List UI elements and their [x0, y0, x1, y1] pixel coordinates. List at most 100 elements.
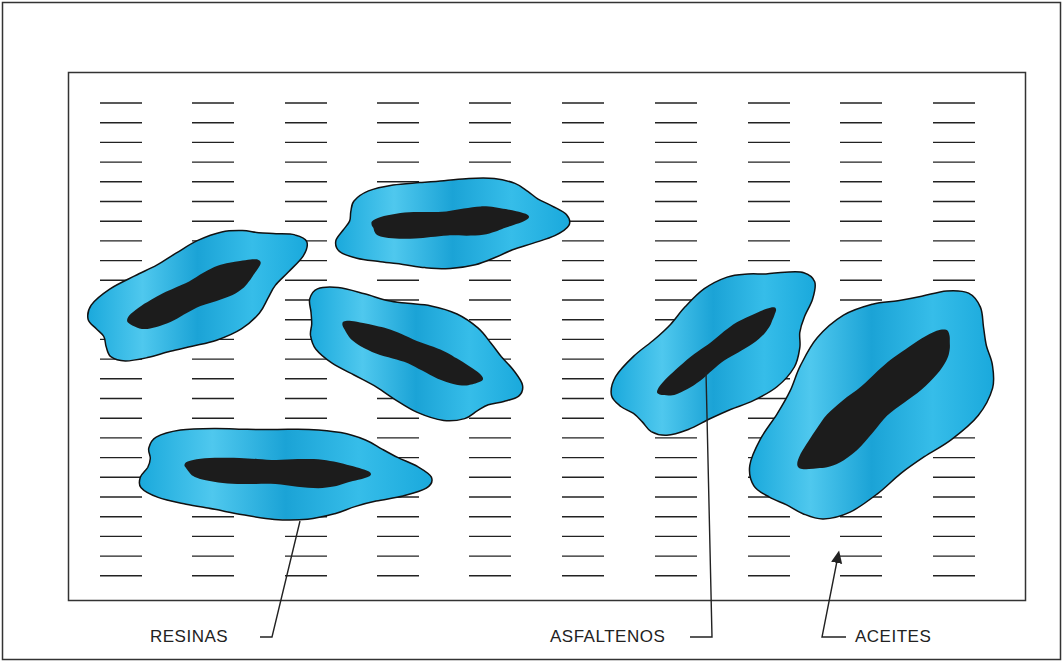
oil-dash — [748, 575, 790, 576]
oil-dash — [933, 280, 975, 281]
oil-dash — [285, 378, 327, 379]
oil-dash — [840, 161, 882, 162]
oil-dash — [192, 122, 234, 123]
oil-dash — [100, 240, 142, 241]
oil-dash — [192, 378, 234, 379]
oil-dash — [655, 477, 697, 478]
oil-dash — [562, 260, 604, 261]
oil-dash — [285, 181, 327, 182]
oil-dash — [562, 437, 604, 438]
oil-dash — [100, 457, 142, 458]
oil-dash — [748, 516, 790, 517]
asphaltene-core — [184, 458, 371, 489]
oil-dash — [100, 575, 142, 576]
oil-dash — [840, 536, 882, 537]
oil-dash — [192, 102, 234, 103]
leader-line — [690, 372, 712, 637]
oil-dash — [655, 201, 697, 202]
oil-dash — [655, 102, 697, 103]
oil-dash — [562, 299, 604, 300]
oil-dash — [655, 240, 697, 241]
resin-shell — [309, 287, 522, 421]
oil-dash — [562, 161, 604, 162]
oil-dash — [655, 555, 697, 556]
oil-dash — [377, 555, 419, 556]
oil-dash — [933, 240, 975, 241]
oil-dash — [840, 260, 882, 261]
oil-dash — [100, 260, 142, 261]
oil-dash — [933, 122, 975, 123]
part-label: RESINAS — [148, 627, 230, 647]
oil-dash — [285, 161, 327, 162]
asphaltene-core — [127, 259, 261, 329]
oil-dash — [840, 181, 882, 182]
oil-dash — [100, 418, 142, 419]
oil-dash — [748, 181, 790, 182]
oil-dash — [469, 122, 511, 123]
oil-dash — [933, 201, 975, 202]
oil-dash — [377, 142, 419, 143]
oil-dash — [377, 418, 419, 419]
oil-dash — [748, 555, 790, 556]
oil-dash — [562, 536, 604, 537]
oil-dash — [192, 358, 234, 359]
oil-dash — [562, 181, 604, 182]
oil-dash — [562, 201, 604, 202]
oil-dash — [100, 477, 142, 478]
oil-dash — [840, 122, 882, 123]
oil-dash — [655, 181, 697, 182]
oil-dash — [933, 260, 975, 261]
oil-dash — [192, 575, 234, 576]
oil-dash — [655, 142, 697, 143]
oil-dash — [748, 122, 790, 123]
leader-line — [260, 521, 300, 637]
oil-dash — [655, 575, 697, 576]
oil-dash — [377, 516, 419, 517]
oil-dash — [562, 142, 604, 143]
oil-dash — [933, 457, 975, 458]
oil-dash — [285, 418, 327, 419]
oil-dash — [469, 299, 511, 300]
oil-dash — [840, 240, 882, 241]
oil-dash — [469, 536, 511, 537]
oil-dash — [562, 457, 604, 458]
oil-dash — [469, 418, 511, 419]
oil-dash — [562, 477, 604, 478]
oil-dash — [192, 516, 234, 517]
oil-dash — [192, 555, 234, 556]
part-label: ASFALTENOS — [548, 627, 667, 647]
oil-dash — [100, 181, 142, 182]
oil-dash — [100, 142, 142, 143]
oil-dash — [933, 181, 975, 182]
oil-dash — [748, 161, 790, 162]
oil-dash — [285, 280, 327, 281]
oil-dash — [748, 536, 790, 537]
oil-dash — [100, 220, 142, 221]
oil-dash — [285, 220, 327, 221]
oil-dash — [377, 102, 419, 103]
leader-line — [822, 556, 846, 637]
oil-dash — [933, 220, 975, 221]
oil-dash — [377, 280, 419, 281]
resin-shell — [336, 178, 570, 269]
asphaltene-core — [342, 321, 483, 386]
oil-dash — [562, 378, 604, 379]
oil-dash — [100, 161, 142, 162]
oil-dash — [469, 457, 511, 458]
oil-dash — [562, 319, 604, 320]
oil-dash — [840, 575, 882, 576]
oil-dash — [285, 398, 327, 399]
oil-dash — [469, 575, 511, 576]
oil-dash — [840, 516, 882, 517]
oil-dash — [655, 536, 697, 537]
oil-dash — [562, 280, 604, 281]
oil-dash — [840, 201, 882, 202]
oil-dash — [933, 575, 975, 576]
oil-dash — [469, 161, 511, 162]
oil-dash — [469, 102, 511, 103]
oil-dash — [100, 201, 142, 202]
oil-dash — [192, 142, 234, 143]
oil-dash — [192, 201, 234, 202]
asphaltene-core — [657, 307, 776, 395]
